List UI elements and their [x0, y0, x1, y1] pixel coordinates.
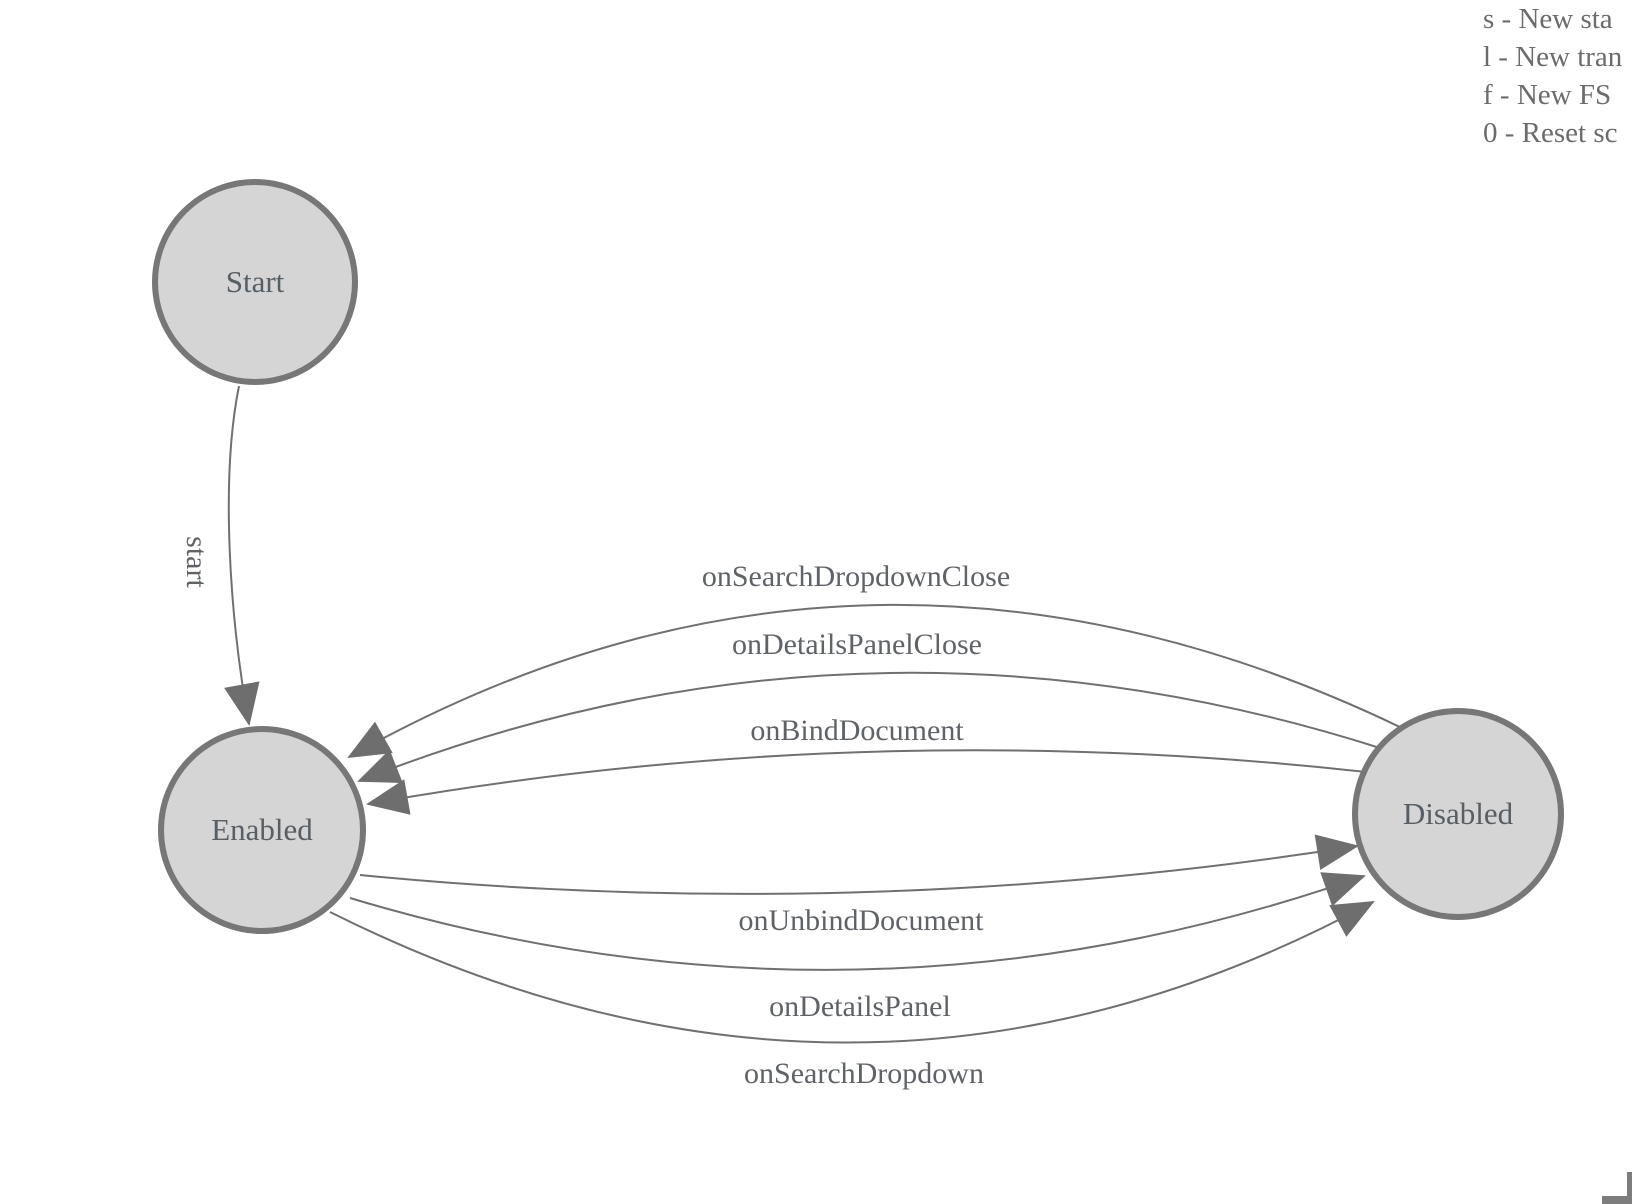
transition-label-onDetailsPanel[interactable]: onDetailsPanel	[769, 990, 951, 1023]
transition-label-onBindDocument[interactable]: onBindDocument	[750, 714, 964, 747]
transition-edge-onDetailsPanel[interactable]	[349, 872, 1366, 971]
legend-line-reset-scale: 0 - Reset sc	[1483, 117, 1618, 149]
state-label-enabled[interactable]: Enabled	[211, 812, 313, 847]
transition-edge-onBindDocument[interactable]	[366, 749, 1367, 815]
legend-line-new-transition: l - New tran	[1483, 41, 1623, 73]
offscreen-element-corner-vertical	[1627, 1172, 1632, 1204]
transition-label-onSearchDropdown[interactable]: onSearchDropdown	[744, 1057, 984, 1090]
legend-line-new-fsm: f - New FS	[1483, 79, 1612, 111]
state-node-disabled[interactable]	[1352, 708, 1564, 920]
transition-edge-onUnbindDocument[interactable]	[359, 834, 1359, 895]
offscreen-element-corner-horizontal	[1602, 1196, 1632, 1204]
transition-label-onDetailsPanelClose[interactable]: onDetailsPanelClose	[732, 628, 982, 661]
transition-label-onSearchDropdownClose[interactable]: onSearchDropdownClose	[701, 560, 1011, 593]
state-label-start[interactable]: Start	[225, 264, 285, 299]
state-node-enabled[interactable]	[158, 726, 366, 934]
state-node-start[interactable]	[152, 179, 358, 385]
transition-edge-onSearchDropdownClose[interactable]	[347, 603, 1403, 758]
state-label-disabled[interactable]: Disabled	[1402, 796, 1514, 831]
legend-line-new-state: s - New sta	[1483, 3, 1613, 35]
transition-edge-onSearchDropdown[interactable]	[329, 901, 1375, 1044]
transition-edge-start[interactable]	[224, 385, 260, 726]
transition-edge-onDetailsPanelClose[interactable]	[357, 671, 1384, 784]
transition-label-start[interactable]: start	[180, 536, 213, 588]
shortcut-legend: s - New sta l - New tran f - New FS 0 - …	[1483, 0, 1622, 152]
transition-label-onUnbindDocument[interactable]: onUnbindDocument	[738, 904, 984, 937]
